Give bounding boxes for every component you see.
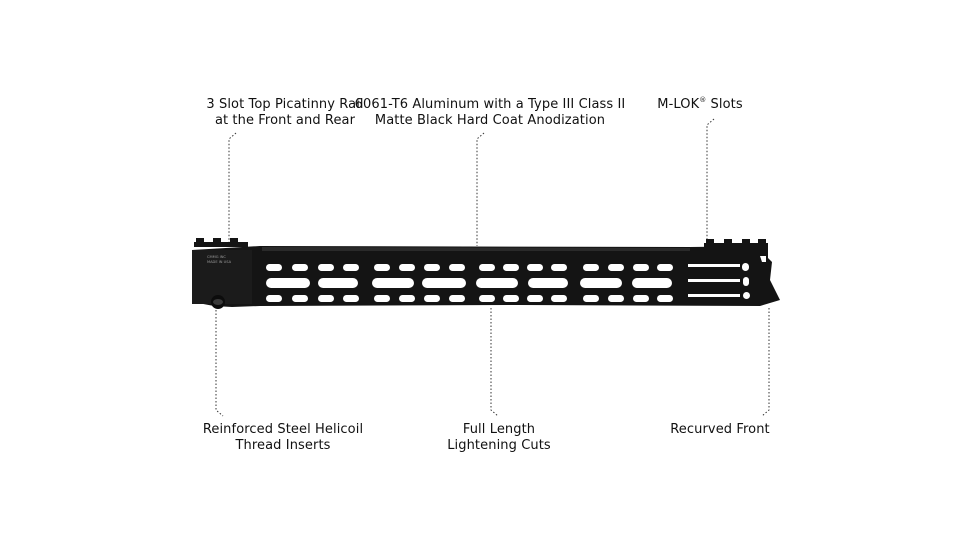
- registered-mark: ®: [699, 96, 707, 104]
- top-mlok-slots: [266, 263, 749, 271]
- helicoil-screw-head: [213, 299, 223, 305]
- leader-helicoil: [215, 310, 224, 417]
- leader-recurved: [761, 308, 770, 417]
- callout-material-line1: 6061-T6 Aluminum with a Type III Class I…: [354, 97, 626, 112]
- callout-mlok: M-LOK® Slots: [620, 97, 780, 113]
- callout-mlok-suffix: Slots: [706, 97, 743, 112]
- leader-material: [476, 132, 485, 246]
- leader-lines: [215, 118, 770, 417]
- leader-top-rail: [228, 132, 237, 243]
- callout-material: 6061-T6 Aluminum with a Type III Class I…: [340, 97, 640, 129]
- recurved-front-cutout: [760, 256, 766, 262]
- callout-recurved-line1: Recurved Front: [670, 422, 770, 437]
- callout-mlok-text: M-LOK: [657, 97, 700, 112]
- rear-picatinny-rail: [194, 238, 248, 247]
- leader-lightening: [490, 308, 499, 417]
- callout-lightening-line2: Lightening Cuts: [447, 438, 551, 453]
- middle-lightening-cuts: [266, 277, 749, 288]
- callout-top-rail: 3 Slot Top Picatinny Rail at the Front a…: [170, 97, 400, 129]
- callout-material-line2: Matte Black Hard Coat Anodization: [374, 113, 606, 128]
- handguard-highlight: [262, 247, 690, 251]
- front-picatinny-rail: [704, 239, 768, 248]
- handguard-body: [192, 246, 780, 307]
- callout-top-rail-line2: at the Front and Rear: [214, 113, 356, 128]
- callout-recurved: Recurved Front: [640, 422, 800, 438]
- callout-lightening: Full Length Lightening Cuts: [420, 422, 578, 454]
- mlok-handguard: CMMG INC MADE IN USA: [192, 238, 780, 309]
- callout-helicoil-line2: Thread Inserts: [235, 438, 331, 453]
- bottom-mlok-slots: [266, 292, 750, 302]
- callout-top-rail-line1: 3 Slot Top Picatinny Rail: [206, 97, 364, 112]
- engraving-line2: MADE IN USA: [207, 260, 232, 264]
- callout-mlok-line1: M-LOK® Slots: [620, 97, 780, 113]
- barrel-nut-section: [192, 250, 252, 304]
- callout-helicoil-line1: Reinforced Steel Helicoil: [202, 422, 364, 437]
- callout-lightening-line1: Full Length: [462, 422, 536, 437]
- callout-helicoil: Reinforced Steel Helicoil Thread Inserts: [172, 422, 394, 454]
- engraving-line1: CMMG INC: [207, 255, 226, 259]
